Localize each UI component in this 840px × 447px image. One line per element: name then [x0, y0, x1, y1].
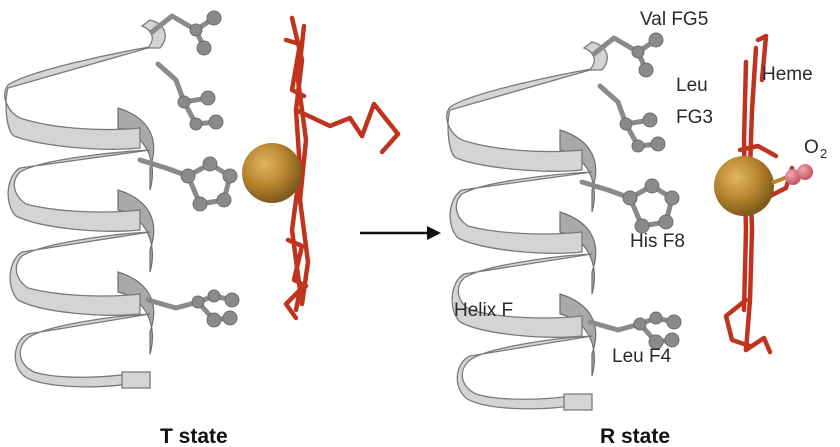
fg3-label: FG3: [676, 107, 713, 128]
oxygen-atom: [797, 164, 813, 180]
heme-label: Heme: [762, 64, 813, 85]
helix-f-label: Helix F: [454, 300, 513, 321]
heme-group: [283, 15, 401, 321]
o2-subscript: 2: [820, 146, 827, 161]
helix-f-ribbon: [4, 19, 166, 389]
val-fg5-label: Val FG5: [640, 9, 708, 30]
r-state-panel: Val FG5 Leu FG3 Heme O 2 His F8 Helix F …: [446, 9, 827, 447]
o2-label: O: [804, 137, 819, 158]
r-state-caption: R state: [600, 425, 670, 447]
helix-f-ribbon: [446, 41, 608, 411]
side-chains: [140, 11, 239, 327]
side-chains: [582, 33, 681, 349]
oxygen-atom: [785, 169, 801, 185]
right-arrow-icon: [360, 226, 441, 240]
iron-atom: [714, 156, 774, 216]
t-state-panel: T state: [4, 11, 401, 447]
his-f8-label: His F8: [630, 231, 685, 252]
leu-label: Leu: [676, 75, 708, 96]
leu-f4-label: Leu F4: [612, 346, 672, 367]
t-state-caption: T state: [160, 425, 228, 447]
iron-atom: [242, 143, 302, 203]
